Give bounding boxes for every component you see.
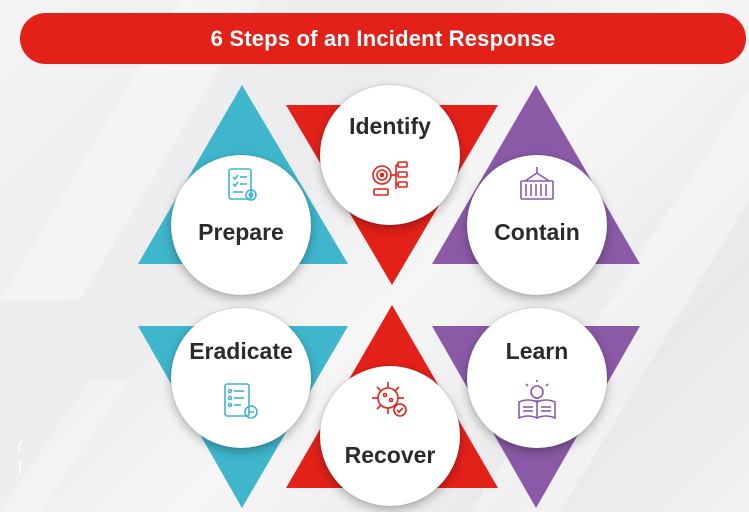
step-eradicate: Eradicate bbox=[171, 308, 311, 448]
step-recover: Recover bbox=[320, 366, 460, 506]
step-identify: Identify bbox=[320, 85, 460, 225]
step-label-recover: Recover bbox=[344, 442, 436, 468]
step-label-prepare: Prepare bbox=[198, 219, 284, 245]
shipping-container-icon bbox=[520, 167, 554, 200]
step-label-eradicate: Eradicate bbox=[189, 338, 293, 364]
checklist-gear-icon bbox=[228, 168, 257, 201]
step-label-contain: Contain bbox=[494, 219, 580, 245]
virus-check-icon bbox=[372, 382, 407, 417]
step-label-identify: Identify bbox=[349, 113, 431, 139]
step-label-learn: Learn bbox=[505, 338, 569, 364]
target-network-icon bbox=[372, 161, 408, 196]
step-learn: Learn bbox=[467, 308, 607, 448]
step-contain: Contain bbox=[467, 155, 607, 295]
title-banner: 6 Steps of an Incident Response bbox=[20, 13, 746, 64]
page-title: 6 Steps of an Incident Response bbox=[210, 25, 556, 51]
document-remove-icon bbox=[224, 383, 258, 419]
step-prepare: Prepare bbox=[171, 155, 311, 295]
book-lightbulb-icon bbox=[518, 380, 556, 420]
edge-mark bbox=[17, 441, 23, 474]
